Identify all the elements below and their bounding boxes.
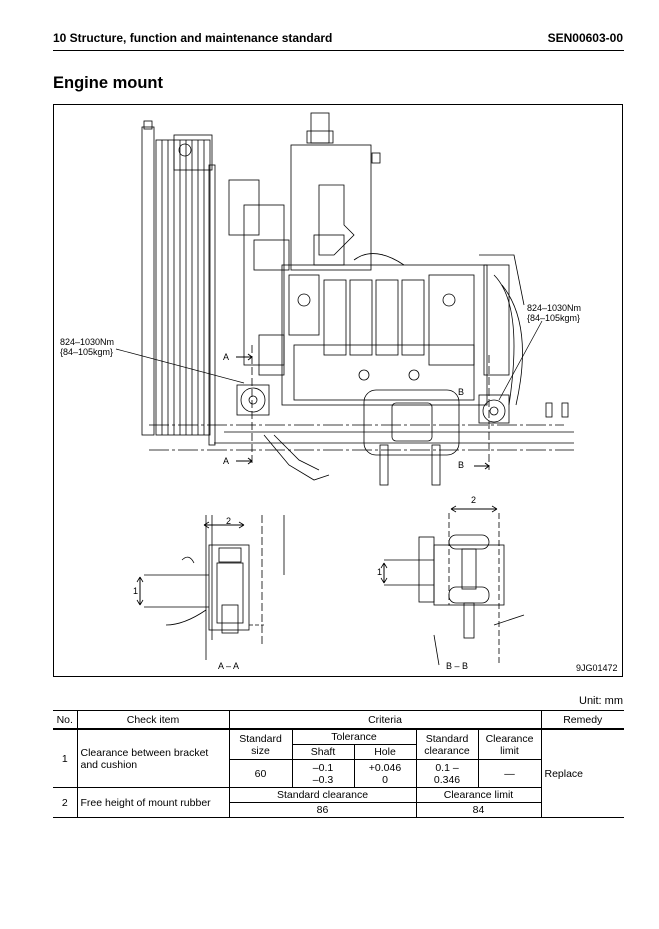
header-doc-code: SEN00603-00 bbox=[547, 31, 623, 45]
radiator-drawing bbox=[141, 120, 216, 446]
dim-1-bb: 1 bbox=[377, 567, 383, 577]
torque-right-label: 824–1030Nm bbox=[527, 303, 582, 313]
subheader-standard-size: Standard size bbox=[228, 728, 293, 760]
row1-shaft-upper: –0.1 bbox=[312, 761, 334, 774]
torque-right-kgm-label: {84–105kgm} bbox=[527, 313, 581, 323]
row1-std-clear-lower: 0.346 bbox=[433, 773, 461, 786]
view-bb-label: B – B bbox=[446, 661, 469, 671]
subheader-tolerance: Tolerance bbox=[291, 728, 417, 745]
subheader-clearance-limit: Clearance limit bbox=[477, 728, 542, 760]
marker-a-top: A bbox=[223, 352, 230, 362]
subheader-hole: Hole bbox=[353, 744, 417, 760]
subheader-shaft: Shaft bbox=[291, 744, 355, 760]
marker-b-bottom: B bbox=[458, 460, 465, 470]
engine-drawing bbox=[115, 112, 574, 666]
header-remedy: Remedy bbox=[540, 710, 624, 730]
row2-standard-clearance-label: Standard clearance bbox=[228, 787, 417, 803]
dim-2-bb: 2 bbox=[471, 495, 477, 505]
frame-lines bbox=[149, 345, 574, 470]
remedy-cell: Replace bbox=[540, 728, 624, 818]
row1-shaft-tolerance: –0.1 –0.3 bbox=[291, 759, 355, 788]
row1-no: 1 bbox=[53, 728, 78, 788]
table-row: Shaft Hole bbox=[53, 744, 624, 760]
row1-std-clear-upper: 0.1 – bbox=[435, 761, 459, 774]
page-title: Engine mount bbox=[53, 74, 163, 92]
mounts-drawing bbox=[236, 384, 569, 424]
exhaust-stack-drawing bbox=[290, 112, 381, 271]
section-markers bbox=[236, 353, 490, 470]
row1-hole-tolerance: +0.046 0 bbox=[353, 759, 417, 788]
oil-pan-drawing bbox=[263, 389, 460, 486]
section-aa-drawing bbox=[136, 515, 285, 660]
leader-lines bbox=[115, 320, 543, 401]
dim-2-aa: 2 bbox=[226, 516, 232, 526]
row2-clearance-limit-label: Clearance limit bbox=[415, 787, 542, 803]
row2-standard-clearance-value: 86 bbox=[228, 802, 417, 818]
table-row: 86 84 bbox=[53, 802, 624, 818]
marker-b-top: B bbox=[458, 387, 465, 397]
row1-shaft-lower: –0.3 bbox=[312, 773, 334, 786]
engine-block-drawing bbox=[228, 179, 525, 406]
row2-no: 2 bbox=[53, 787, 78, 818]
marker-a-bottom: A bbox=[223, 456, 230, 466]
view-aa-label: A – A bbox=[218, 661, 240, 671]
dim-1-aa: 1 bbox=[133, 586, 139, 596]
engine-mount-figure: 824–1030Nm {84–105kgm} 824–1030Nm {84–10… bbox=[53, 104, 623, 677]
row1-check-item: Clearance between bracket and cushion bbox=[76, 728, 230, 788]
row2-clearance-limit-value: 84 bbox=[415, 802, 542, 818]
table-row: 1 Clearance between bracket and cushion … bbox=[53, 728, 624, 818]
maintenance-standard-table: No. Check item Criteria Remedy 1 Clearan… bbox=[53, 710, 624, 818]
torque-left-kgm-label: {84–105kgm} bbox=[60, 347, 114, 357]
row1-clearance-limit: — bbox=[477, 759, 542, 788]
row1-standard-clearance: 0.1 – 0.346 bbox=[415, 759, 479, 788]
header-criteria: Criteria bbox=[228, 710, 542, 730]
section-bb-drawing bbox=[380, 505, 525, 666]
header-rule bbox=[53, 50, 624, 51]
unit-label: Unit: mm bbox=[579, 695, 623, 707]
subheader-standard-clearance: Standard clearance bbox=[415, 728, 479, 760]
row1-hole-lower: 0 bbox=[382, 773, 388, 786]
header-check-item: Check item bbox=[76, 710, 230, 730]
table-row: 60 –0.1 –0.3 +0.046 0 0.1 – 0.346 — bbox=[53, 759, 624, 788]
row1-standard-size: 60 bbox=[228, 759, 293, 788]
header-no: No. bbox=[53, 710, 78, 730]
row2-check-item: Free height of mount rubber bbox=[76, 787, 230, 818]
table-row: 2 Free height of mount rubber Standard c… bbox=[53, 787, 624, 818]
torque-left-label: 824–1030Nm bbox=[60, 337, 115, 347]
header-section: 10 Structure, function and maintenance s… bbox=[53, 31, 333, 45]
row1-hole-upper: +0.046 bbox=[368, 761, 402, 774]
figure-code: 9JG01472 bbox=[576, 663, 618, 673]
table-header-row: No. Check item Criteria Remedy bbox=[53, 710, 624, 730]
